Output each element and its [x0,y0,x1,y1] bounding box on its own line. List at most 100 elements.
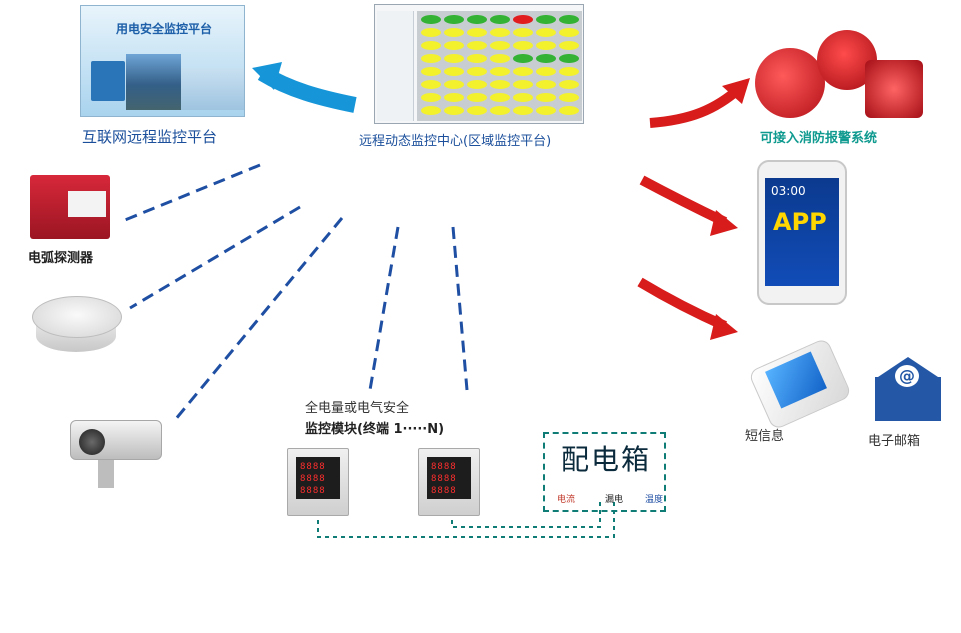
box-sub-leakage: 漏电 [605,495,624,505]
arc-detector-label: 电弧探测器 [28,251,94,266]
module-label-line-1: 全电量或电气安全 [305,401,410,416]
status-dot [490,80,510,89]
status-dot [444,41,464,50]
sms-label: 短信息 [745,429,785,444]
status-dot [513,67,533,76]
status-dot [421,93,441,102]
status-dot [513,28,533,37]
monitoring-module-2: 8888 8888 8888 [418,448,480,516]
status-dot [444,15,464,24]
city-photo [126,54,181,110]
status-dot [467,67,487,76]
monitor-center-screenshot [374,4,584,124]
status-dot [421,106,441,115]
status-dot [536,28,556,37]
sms-phone-graphic [745,337,865,431]
phone-app-text: APP [773,208,827,236]
status-dot [536,41,556,50]
status-dot [421,15,441,24]
dash-line-arc [124,163,261,222]
box-sub-current: 电流 [557,495,576,505]
status-dot [513,15,533,24]
distribution-box: 配电箱 电流 漏电 温度 [543,432,666,512]
status-dot [490,15,510,24]
internet-platform-label: 互联网远程监控平台 [82,128,218,146]
status-dot [559,41,579,50]
email-icon: @ [873,357,943,423]
status-dot [490,93,510,102]
city-graphic [181,68,244,110]
dash-line-camera [173,217,344,421]
status-dot [421,28,441,37]
status-dot [559,80,579,89]
status-dot [467,28,487,37]
status-dot [559,67,579,76]
mobile-app-phone-graphic: 03:00 APP [757,160,847,305]
status-dot [536,93,556,102]
status-dot [444,67,464,76]
status-dot [490,28,510,37]
status-grid [417,11,582,121]
at-sign: @ [895,365,919,387]
status-dot [513,54,533,63]
status-dot [536,80,556,89]
status-dot [490,67,510,76]
phone-clock: 03:00 [771,184,806,198]
module-label-line-2: 监控模块(终端 1·····N) [305,422,445,437]
box-sub-temp: 温度 [645,495,664,505]
status-dot [536,67,556,76]
status-dot [559,15,579,24]
status-dot [467,41,487,50]
device-tree [377,11,414,121]
dash-line-module-2 [451,226,469,391]
arc-detector-graphic [30,175,110,240]
email-label: 电子邮箱 [868,434,921,449]
status-dot [467,106,487,115]
status-dot [513,106,533,115]
internet-platform-screenshot: 用电安全监控平台 [80,5,245,117]
status-dot [421,54,441,63]
surveillance-camera-graphic [60,420,162,495]
status-dot [559,54,579,63]
arrow-to-fire-alarm [649,84,744,128]
status-dot [490,106,510,115]
status-dot [536,106,556,115]
status-dot [444,28,464,37]
monitor-center-label: 远程动态监控中心(区域监控平台) [359,134,552,149]
arrow-to-app [639,175,728,227]
arrow-to-sms [637,277,728,331]
status-dot [559,28,579,37]
status-dot [421,67,441,76]
bus-line-outer [317,500,615,538]
status-dot [513,93,533,102]
status-dot [536,54,556,63]
status-dot [536,15,556,24]
fire-alarm-siren-graphic [755,30,925,125]
status-dot [444,106,464,115]
web-platform-title: 用电安全监控平台 [116,22,213,36]
login-form [91,61,125,101]
status-dot [513,80,533,89]
status-dot [444,54,464,63]
bus-line-inner [451,500,601,528]
status-dot [444,93,464,102]
status-dot [467,15,487,24]
status-dot [513,41,533,50]
smoke-detector-graphic [28,292,124,362]
monitoring-module-1: 8888 8888 8888 [287,448,349,516]
status-dot [490,41,510,50]
status-dot [467,93,487,102]
distribution-box-title: 配电箱 [561,443,652,476]
status-dot [559,106,579,115]
status-dot [421,41,441,50]
status-dot [467,80,487,89]
status-dot [444,80,464,89]
status-dot [490,54,510,63]
dash-line-module-1 [368,226,400,391]
fire-alarm-label: 可接入消防报警系统 [760,131,878,146]
arrow-head-internet [252,62,282,90]
status-dot [421,80,441,89]
status-dot [467,54,487,63]
status-dot [559,93,579,102]
